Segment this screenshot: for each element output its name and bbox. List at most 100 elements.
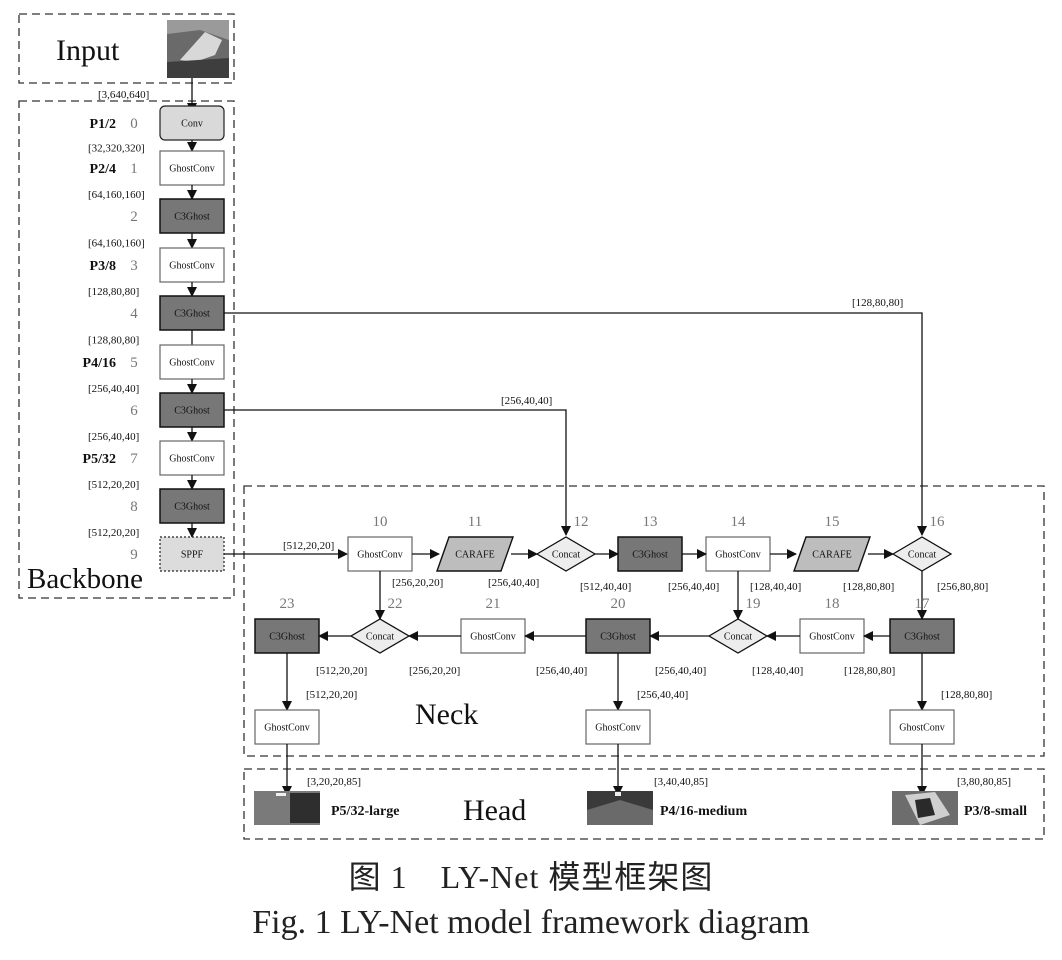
layer-index: 19 — [746, 596, 761, 612]
shape-label: [256,40,40] — [637, 689, 688, 701]
layer-index: 20 — [611, 596, 626, 612]
module-label: C3Ghost — [174, 405, 210, 416]
layer-index: 4 — [130, 306, 138, 322]
module-label: GhostConv — [169, 163, 215, 174]
layer-index: 14 — [731, 514, 747, 530]
neck-node-21: GhostConv — [461, 619, 525, 653]
neck-title: Neck — [415, 698, 478, 731]
module-label: GhostConv — [357, 549, 403, 560]
layer-index: 18 — [825, 596, 840, 612]
shape-label: [512,40,40] — [580, 581, 631, 593]
module-label: C3Ghost — [174, 308, 210, 319]
skip-6-shape: [256,40,40] — [501, 395, 552, 407]
module-label: C3Ghost — [632, 549, 668, 560]
module-label: GhostConv — [264, 722, 310, 733]
module-label: CARAFE — [812, 549, 851, 560]
shape-label: [256,40,40] — [488, 577, 539, 589]
layer-index: 7 — [130, 451, 138, 467]
skip-6-to-12 — [224, 410, 566, 535]
module-label: C3Ghost — [269, 631, 305, 642]
head-image-medium — [587, 791, 653, 825]
backbone-node-6: C3Ghost — [160, 393, 224, 427]
shape-label: [256,20,20] — [392, 577, 443, 589]
shape-label: [256,40,40] — [536, 665, 587, 677]
shape-label: [128,80,80] — [843, 581, 894, 593]
neck-node-18: GhostConv — [800, 619, 864, 653]
backbone-node-9: SPPF — [160, 537, 224, 571]
shape-label: [256,20,20] — [409, 665, 460, 677]
layer-index: 9 — [130, 547, 138, 563]
module-label: C3Ghost — [174, 211, 210, 222]
caption-english: Fig. 1 LY-Net model framework diagram — [0, 904, 1062, 942]
shape-label: [256,40,40] — [655, 665, 706, 677]
skip-4-to-16 — [224, 313, 922, 535]
backbone-node-4: C3Ghost — [160, 296, 224, 330]
neck-node-22: Concat — [351, 619, 409, 653]
module-label: GhostConv — [169, 357, 215, 368]
backbone-node-0: Conv — [160, 106, 224, 140]
shape-label: [256,40,40] — [88, 431, 139, 443]
module-label: C3Ghost — [174, 501, 210, 512]
stage-label: P3/8 — [90, 259, 116, 274]
module-label: GhostConv — [809, 631, 855, 642]
layer-index: 21 — [486, 596, 501, 612]
layer-index: 10 — [373, 514, 388, 530]
head-shape-small: [3,80,80,85] — [957, 776, 1011, 788]
head-title: Head — [463, 794, 526, 827]
backbone-node-5: GhostConv — [160, 345, 224, 379]
shape-label: [512,20,20] — [316, 665, 367, 677]
backbone-node-7: GhostConv — [160, 441, 224, 475]
head-label-medium: P4/16-medium — [660, 804, 747, 819]
layer-index: 8 — [130, 499, 138, 515]
neck-node-17: C3Ghost — [890, 619, 954, 653]
module-label: C3Ghost — [904, 631, 940, 642]
sppf-out-shape: [512,20,20] — [283, 540, 334, 552]
layer-index: 23 — [280, 596, 295, 612]
stage-label: P2/4 — [90, 162, 116, 177]
stage-label: P1/2 — [90, 117, 116, 132]
input-shape-label: [3,640,640] — [98, 89, 149, 101]
neck-node-10: GhostConv — [348, 537, 412, 571]
neck-node-19: Concat — [709, 619, 767, 653]
module-label: GhostConv — [715, 549, 761, 560]
layer-index: 1 — [130, 161, 138, 177]
head-image-small — [892, 791, 958, 825]
module-label: GhostConv — [169, 260, 215, 271]
head-label-small: P3/8-small — [964, 804, 1027, 819]
layer-index: 0 — [130, 116, 138, 132]
module-label: GhostConv — [899, 722, 945, 733]
shape-label: [256,40,40] — [668, 581, 719, 593]
shape-label: [128,40,40] — [752, 665, 803, 677]
shape-label: [64,160,160] — [88, 189, 145, 201]
module-label: GhostConv — [169, 453, 215, 464]
module-label: Concat — [908, 549, 937, 560]
neck-node-20: C3Ghost — [586, 619, 650, 653]
skip-4-shape: [128,80,80] — [852, 297, 903, 309]
neck-node-12: Concat — [537, 537, 595, 571]
head-label-large: P5/32-large — [331, 804, 399, 819]
module-label: C3Ghost — [600, 631, 636, 642]
layer-index: 11 — [468, 514, 482, 530]
layer-index: 22 — [388, 596, 403, 612]
input-image — [167, 20, 229, 78]
shape-label: [512,20,20] — [88, 527, 139, 539]
neck-node-23: C3Ghost — [255, 619, 319, 653]
head-ghostconv-1: GhostConv — [586, 710, 650, 744]
layer-index: 3 — [130, 258, 138, 274]
backbone-node-2: C3Ghost — [160, 199, 224, 233]
ly-net-diagram: Input Backbone Neck Head [3,640,640] Con… — [0, 0, 1062, 850]
backbone-node-8: C3Ghost — [160, 489, 224, 523]
head-image-large — [254, 791, 320, 825]
neck-node-13: C3Ghost — [618, 537, 682, 571]
input-title: Input — [56, 34, 120, 67]
shape-label: [128,80,80] — [88, 286, 139, 298]
shape-label: [512,20,20] — [306, 689, 357, 701]
backbone-node-3: GhostConv — [160, 248, 224, 282]
neck-node-11: CARAFE — [437, 537, 513, 571]
module-label: Concat — [366, 631, 395, 642]
shape-label: [64,160,160] — [88, 238, 145, 250]
layer-index: 16 — [930, 514, 946, 530]
neck-node-15: CARAFE — [794, 537, 870, 571]
head-ghostconv-0: GhostConv — [255, 710, 319, 744]
stage-label: P5/32 — [83, 452, 116, 467]
